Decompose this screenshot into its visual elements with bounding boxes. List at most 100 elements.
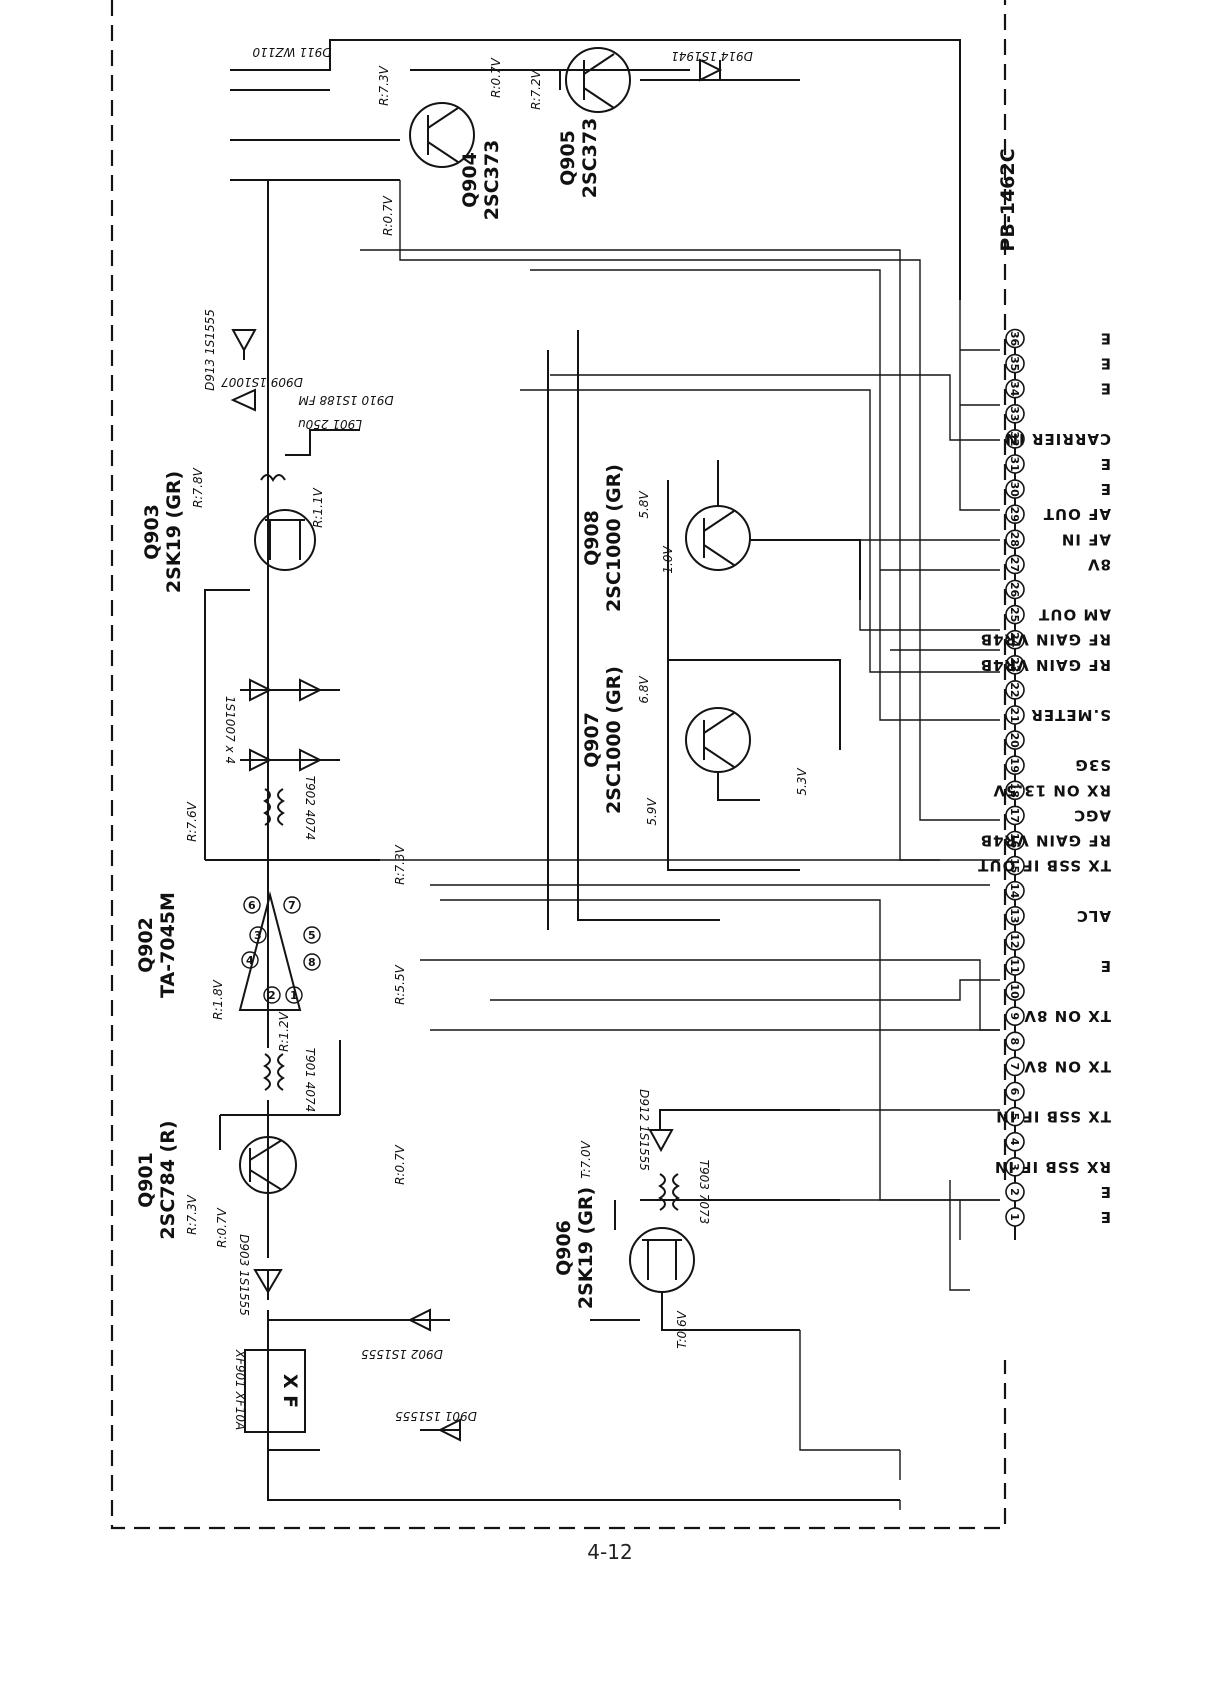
diode-quad (240, 678, 340, 772)
t901-label: T901 4074 (303, 1048, 317, 1113)
connector-pin-31 (1005, 454, 1025, 474)
q908-transistor (685, 505, 751, 571)
connector-pin-number: 4 (1008, 1138, 1021, 1146)
connector-pin-number: 15 (1008, 858, 1021, 873)
q902-v4: R:1.8V (211, 979, 225, 1019)
connector-pin-number: 5 (1008, 1113, 1021, 1121)
connector-pin-number: 19 (1008, 758, 1021, 773)
connector-pin-34 (1005, 378, 1025, 399)
connector-pin-number: 17 (1008, 808, 1021, 823)
q907-v-b: 5.3V (795, 768, 809, 796)
lower-middle-circuits: Q906 2SK19 (GR) T:7.0V T:0.6V T903 7073 … (361, 1089, 840, 1442)
q905-type: 2SC373 (579, 118, 601, 199)
connector-pin-label: AGC (1073, 806, 1111, 824)
q903-v-d: R:7.8V (191, 467, 205, 507)
connector-pin-23 (1005, 654, 1025, 675)
q906-v-d: T:7.0V (579, 1140, 593, 1178)
q904-ref: Q904 (459, 152, 481, 208)
svg-text:8: 8 (308, 956, 316, 969)
connector-pin-24 (1005, 629, 1025, 650)
connector-pin-27 (1005, 554, 1025, 575)
connector-pin-number: 11 (1008, 958, 1021, 973)
connector-pin-9 (1005, 1006, 1025, 1027)
connector-pin-2 (1005, 1182, 1025, 1202)
connector-pin-label: TX SSB IF IN (995, 1108, 1111, 1126)
connector-pin-33 (1005, 403, 1025, 424)
q905-ref: Q905 (557, 130, 579, 186)
connector-pin-label: E (1100, 355, 1111, 373)
l901-label: L901 250u (298, 417, 362, 431)
t902-transformer (263, 788, 285, 826)
q904-transistor (409, 102, 475, 168)
connector-pin-6 (1005, 1081, 1025, 1102)
board-name: PB-1462C (997, 148, 1019, 251)
connector-pin-number: 29 (1008, 507, 1021, 522)
q907-transistor (685, 707, 751, 773)
connector-pin-label: RX SSB IF IN (994, 1158, 1111, 1176)
connector-pin-number: 28 (1008, 532, 1021, 547)
connector-pin-label: RF GAIN VR4B (980, 631, 1111, 649)
connector-pin-16 (1005, 830, 1025, 851)
q906-transistor (629, 1227, 695, 1293)
d913-label: D913 1S1555 (203, 309, 217, 391)
connector-pin-11 (1005, 956, 1025, 976)
connector-pin-number: 25 (1008, 607, 1021, 622)
connector-pin-number: 2 (1008, 1188, 1021, 1196)
q901-transistor (239, 1136, 297, 1194)
connector-pin-label: AM OUT (1038, 606, 1111, 624)
q906-ref: Q906 (553, 1220, 575, 1276)
connector-pin-21 (1005, 705, 1025, 725)
board-outline (110, 0, 1007, 1530)
q908-type: 2SC1000 (GR) (603, 464, 625, 612)
connector-pin-label: TX ON 8V (1023, 1007, 1111, 1025)
connector-pin-26 (1005, 579, 1025, 600)
t901-transformer (263, 1053, 285, 1091)
connector-pin-13 (1005, 905, 1025, 926)
connector-pin-10 (1005, 981, 1025, 1001)
q903-type: 2SK19 (GR) (163, 471, 185, 593)
svg-text:1: 1 (290, 989, 298, 1002)
q901-v-c: R:7.3V (185, 1194, 199, 1234)
connector-pin-1 (1005, 1207, 1025, 1227)
q902-v7: R:7.3V (393, 844, 407, 884)
connector-pin-label: E (1100, 480, 1111, 498)
q901-ref: Q901 (135, 1152, 157, 1208)
connector-pin-number: 31 (1008, 456, 1021, 471)
d901-label: D901 1S1555 (395, 1409, 477, 1423)
connector-pin-4 (1005, 1131, 1025, 1152)
connector-pin-label: S3G (1074, 756, 1111, 774)
connector-pin-label: AF OUT (1043, 505, 1111, 523)
t903-label: T903 7073 (697, 1160, 711, 1225)
connector-pin-number: 20 (1008, 732, 1021, 748)
connector-pin-18 (1005, 780, 1025, 801)
connector-pin-label: RX ON 13.5V (993, 781, 1111, 799)
connector-pin-number: 3 (1008, 1163, 1021, 1171)
xf901-label: XF901 XF10A (233, 1349, 247, 1430)
q908-v-c: 5.8V (637, 491, 651, 519)
d912-label: D912 1S1555 (637, 1089, 651, 1171)
xf901-filter (244, 1349, 306, 1433)
connector-pin-25 (1005, 604, 1025, 625)
d909-label: D909 1S1007 (221, 375, 303, 389)
svg-text:7: 7 (288, 899, 296, 912)
d911-label: D911 WZ110 (252, 45, 331, 59)
connector-pin-label: AF IN (1061, 530, 1111, 548)
connector-pin-number: 30 (1008, 481, 1021, 497)
q907-type: 2SC1000 (GR) (603, 666, 625, 814)
q904-v-c: R:7.3V (377, 65, 391, 105)
left-column-circuits: X F XF901 XF10A D903 1S1555 Q901 2SC784 … (135, 180, 900, 1501)
connector-pin-number: 26 (1008, 582, 1021, 598)
q904-v-b: R:0.7V (489, 57, 503, 97)
q905-transistor (565, 47, 631, 113)
connector-pin-number: 34 (1008, 381, 1021, 397)
svg-text:3: 3 (254, 929, 262, 942)
connector-pin-number: 9 (1008, 1012, 1021, 1020)
q901-v-b: R:0.7V (393, 1144, 407, 1184)
connector-pin-number: 27 (1008, 557, 1021, 572)
connector-pin-number: 1 (1008, 1213, 1021, 1221)
svg-text:6: 6 (248, 899, 256, 912)
connector-pin-label: RF GAIN VR4B (980, 656, 1111, 674)
connector-pin-number: 32 (1008, 431, 1021, 446)
